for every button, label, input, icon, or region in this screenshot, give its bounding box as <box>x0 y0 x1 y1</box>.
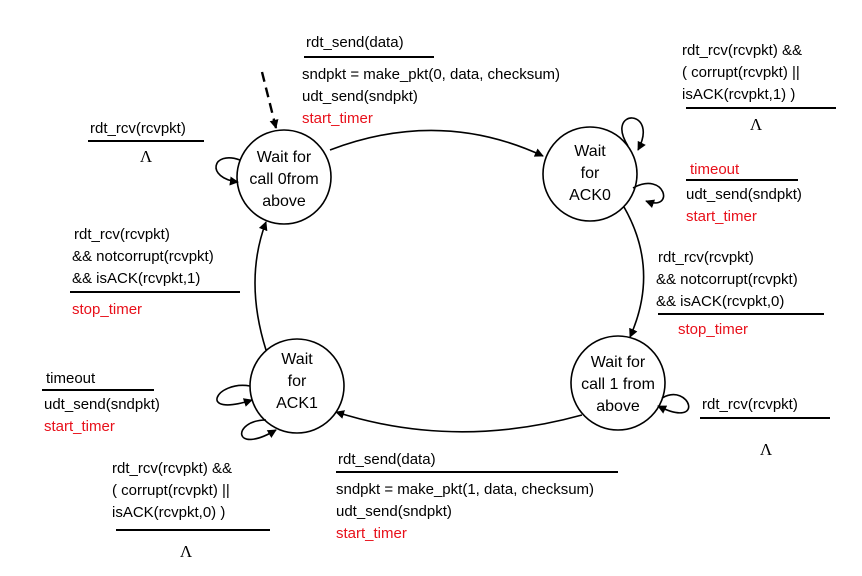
label-wait-ack-1-self-corrupt: rdt_rcv(rcvpkt) && ( corrupt(rcvpkt) || … <box>112 460 270 561</box>
state-circle <box>542 126 638 222</box>
transition-event: isACK(rcvpkt,0) ) <box>112 504 225 521</box>
label-wait-call-0-self: rdt_rcv(rcvpkt) Λ <box>88 120 204 166</box>
state-wait-ack-0: Wait for ACK0 <box>542 126 638 222</box>
transition-event: rdt_send(data) <box>338 451 436 468</box>
arc-wait-ack-0-to-wait-call-1 <box>623 206 645 338</box>
transition-timer-action: start_timer <box>336 525 407 542</box>
label-wait-call-1-to-wait-ack-1: rdt_send(data) sndpkt = make_pkt(1, data… <box>336 451 618 542</box>
initial-state-arrow <box>260 71 279 129</box>
transition-timer-action: stop_timer <box>72 301 142 318</box>
loop-wait-ack-0-self-right <box>632 182 665 209</box>
state-label-line: Wait <box>281 351 313 368</box>
transition-event: timeout <box>46 370 96 387</box>
state-label-line: for <box>288 373 307 390</box>
transition-action: udt_send(sndpkt) <box>44 396 160 413</box>
lambda-symbol: Λ <box>140 147 153 166</box>
transition-event: rdt_rcv(rcvpkt) <box>74 226 170 243</box>
transition-event: rdt_rcv(rcvpkt) && <box>682 42 802 59</box>
transition-event: && isACK(rcvpkt,0) <box>656 293 784 310</box>
state-label-line: above <box>596 398 640 415</box>
label-wait-call-1-self: rdt_rcv(rcvpkt) Λ <box>700 396 830 459</box>
transition-timer-action: stop_timer <box>678 321 748 338</box>
label-wait-ack-1-to-wait-call-0: rdt_rcv(rcvpkt) && notcorrupt(rcvpkt) &&… <box>70 226 240 318</box>
transition-event: rdt_rcv(rcvpkt) <box>658 249 754 266</box>
state-label-line: ACK1 <box>276 395 318 412</box>
transition-event: rdt_rcv(rcvpkt) <box>702 396 798 413</box>
loop-wait-ack-0-self-top <box>621 117 646 151</box>
transition-event: && isACK(rcvpkt,1) <box>72 270 200 287</box>
transition-event: ( corrupt(rcvpkt) || <box>112 482 230 499</box>
transition-action: sndpkt = make_pkt(1, data, checksum) <box>336 481 594 498</box>
transition-action: sndpkt = make_pkt(0, data, checksum) <box>302 66 560 83</box>
state-wait-call-0: Wait for call 0from above <box>236 129 332 225</box>
state-label-line: call 1 from <box>581 376 655 393</box>
arc-wait-ack-1-to-wait-call-0 <box>254 221 268 351</box>
state-label-line: Wait for <box>591 354 646 371</box>
loop-wait-ack-1-self-left <box>216 384 253 407</box>
state-label-line: for <box>581 165 600 182</box>
state-label-line: Wait <box>574 143 606 160</box>
state-label-line: call 0from <box>249 171 318 188</box>
arc-wait-call-1-to-wait-ack-1 <box>335 410 583 433</box>
state-label-line: ACK0 <box>569 187 611 204</box>
transition-event: rdt_send(data) <box>306 34 404 51</box>
transition-event: rdt_rcv(rcvpkt) <box>90 120 186 137</box>
state-label-line: above <box>262 193 306 210</box>
transition-action: udt_send(sndpkt) <box>336 503 452 520</box>
lambda-symbol: Λ <box>760 440 773 459</box>
transition-event: isACK(rcvpkt,1) ) <box>682 86 795 103</box>
label-wait-ack-0-to-wait-call-1: rdt_rcv(rcvpkt) && notcorrupt(rcvpkt) &&… <box>656 249 824 338</box>
loop-wait-call-1-self <box>657 393 690 414</box>
transition-event: rdt_rcv(rcvpkt) && <box>112 460 232 477</box>
loop-wait-ack-1-self-bottom <box>240 419 277 441</box>
lambda-symbol: Λ <box>180 542 193 561</box>
transition-action: udt_send(sndpkt) <box>302 88 418 105</box>
transition-event: && notcorrupt(rcvpkt) <box>656 271 798 288</box>
lambda-symbol: Λ <box>750 115 763 134</box>
state-wait-call-1: Wait for call 1 from above <box>570 335 666 431</box>
transition-event: ( corrupt(rcvpkt) || <box>682 64 800 81</box>
state-label-line: Wait for <box>257 149 312 166</box>
transition-timer-action: start_timer <box>686 208 757 225</box>
arc-wait-call-0-to-wait-ack-0 <box>329 129 544 157</box>
label-wait-ack-1-self-timeout: timeout udt_send(sndpkt) start_timer <box>42 370 160 435</box>
label-wait-call-0-to-wait-ack-0: rdt_send(data) sndpkt = make_pkt(0, data… <box>302 34 560 127</box>
label-wait-ack-0-self-timeout: timeout udt_send(sndpkt) start_timer <box>686 161 802 225</box>
transition-timer-action: start_timer <box>302 110 373 127</box>
transition-action: udt_send(sndpkt) <box>686 186 802 203</box>
label-wait-ack-0-self-corrupt: rdt_rcv(rcvpkt) && ( corrupt(rcvpkt) || … <box>682 42 836 134</box>
loop-wait-call-0-self <box>215 157 241 186</box>
transition-event: timeout <box>690 161 740 178</box>
state-circle <box>570 335 666 431</box>
state-wait-ack-1: Wait for ACK1 <box>249 338 345 434</box>
transition-timer-action: start_timer <box>44 418 115 435</box>
transition-event: && notcorrupt(rcvpkt) <box>72 248 214 265</box>
